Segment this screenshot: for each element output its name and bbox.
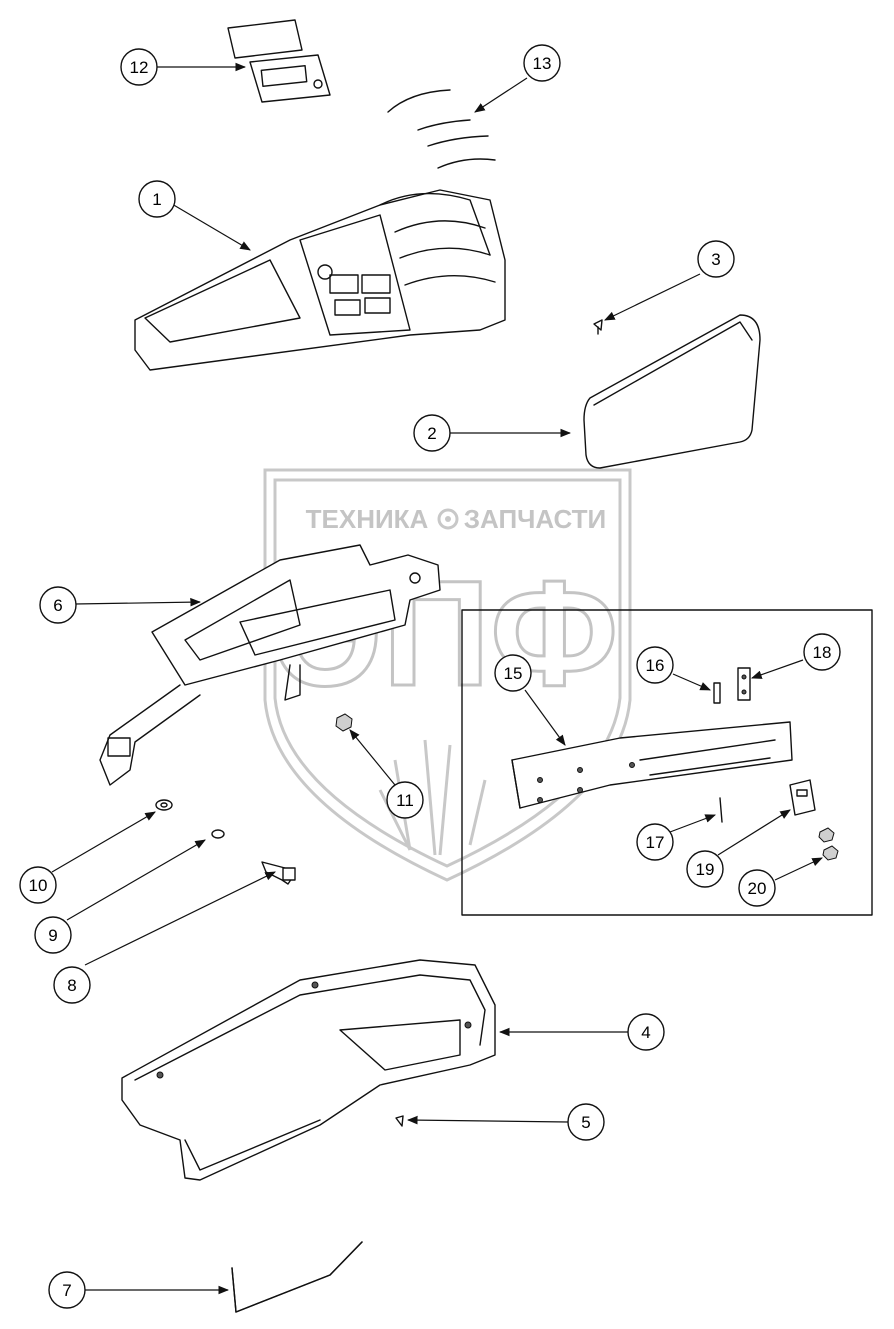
detail-box [461,609,873,916]
callout-20: 20 [738,869,776,907]
callout-2: 2 [413,414,451,452]
callout-3: 3 [697,240,735,278]
part-13-strips [387,89,496,169]
svg-text:2: 2 [427,424,436,443]
part-18-clip [737,667,751,701]
callout-13: 13 [523,44,561,82]
svg-text:10: 10 [29,876,48,895]
callout-11: 11 [386,781,424,819]
svg-text:5: 5 [581,1113,590,1132]
part-16-pin [713,682,721,704]
part-6-bracket [99,544,441,786]
svg-text:18: 18 [813,643,832,662]
svg-text:17: 17 [646,833,665,852]
gear-icon [437,508,459,530]
callout-16: 16 [636,646,674,684]
watermark: ТЕХНИКА ЗАПЧАСТИ ЭПФ [263,468,632,882]
svg-text:15: 15 [504,664,523,683]
watermark-text-right: ЗАПЧАСТИ [464,504,607,534]
svg-text:13: 13 [533,54,552,73]
callout-1: 1 [138,180,176,218]
part-3-screw [593,319,603,335]
part-8-bolt [261,861,296,885]
part-12-label-plate [227,19,331,103]
part-19-bracket-clip [789,779,816,816]
part-9-lockwasher [211,829,225,839]
part-2-cover [583,314,761,469]
part-15-slotted-plate [511,721,793,809]
callout-12: 12 [120,48,158,86]
callout-7: 7 [48,1271,86,1309]
callouts: 1 2 3 4 5 6 7 8 [19,44,841,1309]
callout-19: 19 [686,850,724,888]
callout-4: 4 [627,1013,665,1051]
svg-text:12: 12 [130,58,149,77]
part-10-washer [155,799,173,811]
svg-text:20: 20 [748,879,767,898]
part-20-nuts [818,827,839,861]
svg-text:1: 1 [152,190,161,209]
part-5-screw [395,1115,404,1127]
callout-5: 5 [567,1103,605,1141]
svg-text:6: 6 [53,596,62,615]
part-17-long-pin [719,797,723,823]
svg-text:16: 16 [646,656,665,675]
svg-text:8: 8 [67,976,76,995]
callout-10: 10 [19,866,57,904]
svg-text:4: 4 [641,1023,650,1042]
svg-text:11: 11 [396,791,414,810]
part-4-lower-housing [121,959,496,1181]
part-11-nut [335,713,353,732]
svg-text:7: 7 [62,1281,71,1300]
callout-9: 9 [34,916,72,954]
part-7-trim-strip [231,1241,363,1313]
svg-text:9: 9 [48,926,57,945]
svg-text:3: 3 [711,250,720,269]
callout-17: 17 [636,823,674,861]
leader-lines [51,62,823,1295]
callout-6: 6 [39,586,77,624]
svg-text:19: 19 [696,860,715,879]
callout-18: 18 [803,633,841,671]
callout-8: 8 [53,966,91,1004]
callout-15: 15 [494,654,532,692]
watermark-text-left: ТЕХНИКА [306,504,429,534]
part-1-console [134,189,506,371]
